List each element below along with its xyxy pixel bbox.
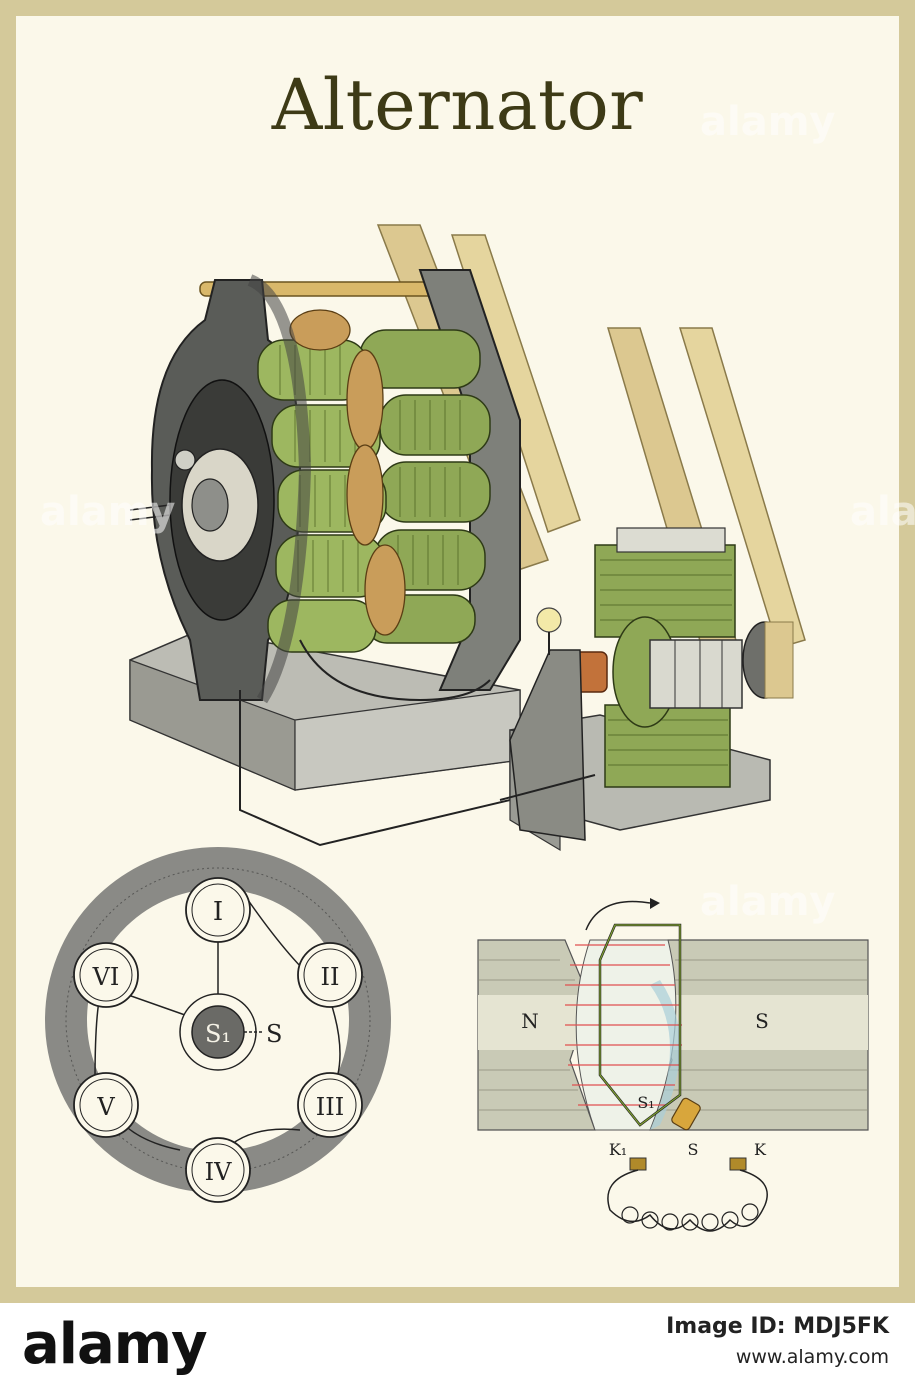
terminal-label-k1: K₁	[609, 1140, 627, 1159]
side-label-s: S	[266, 1020, 282, 1048]
watermark-text: alamy	[850, 489, 915, 535]
terminal-label-k: K	[754, 1140, 767, 1159]
alternator-illustration: I II III IV V VI S₁ S	[40, 99, 915, 1232]
exciter-dynamo	[499, 527, 794, 852]
coil-label-v: V	[96, 1093, 115, 1121]
watermark-text: alamy	[700, 99, 835, 145]
magnetic-field-diagram: N S S₁ K₁ S K	[477, 898, 869, 1232]
ring-coil-diagram: I II III IV V VI S₁ S	[45, 847, 391, 1203]
stock-footer	[0, 1303, 915, 1390]
pole-label-n: N	[521, 1009, 539, 1033]
terminal-label-s: S	[688, 1140, 699, 1159]
image-id: Image ID: MDJ5FK	[666, 1314, 889, 1339]
coil-label-ii: II	[321, 963, 340, 991]
watermarks: alamy alamy alamy alamy	[40, 99, 915, 925]
site-url: www.alamy.com	[735, 1346, 889, 1368]
coil-label-iii: III	[316, 1093, 344, 1121]
main-alternator	[129, 269, 521, 847]
watermark-text: alamy	[700, 879, 835, 925]
alamy-logo: alamy	[22, 1312, 208, 1377]
pole-label-s: S	[755, 1009, 769, 1033]
coil-label-vi: VI	[92, 963, 120, 991]
coil-label-iv: IV	[205, 1158, 232, 1186]
watermark-text: alamy	[40, 489, 175, 535]
center-label-s1: S₁	[205, 1020, 231, 1048]
poster-title: Alternator	[271, 64, 644, 146]
coil-label-i: I	[213, 897, 223, 927]
loop-label-s1: S₁	[637, 1093, 654, 1112]
